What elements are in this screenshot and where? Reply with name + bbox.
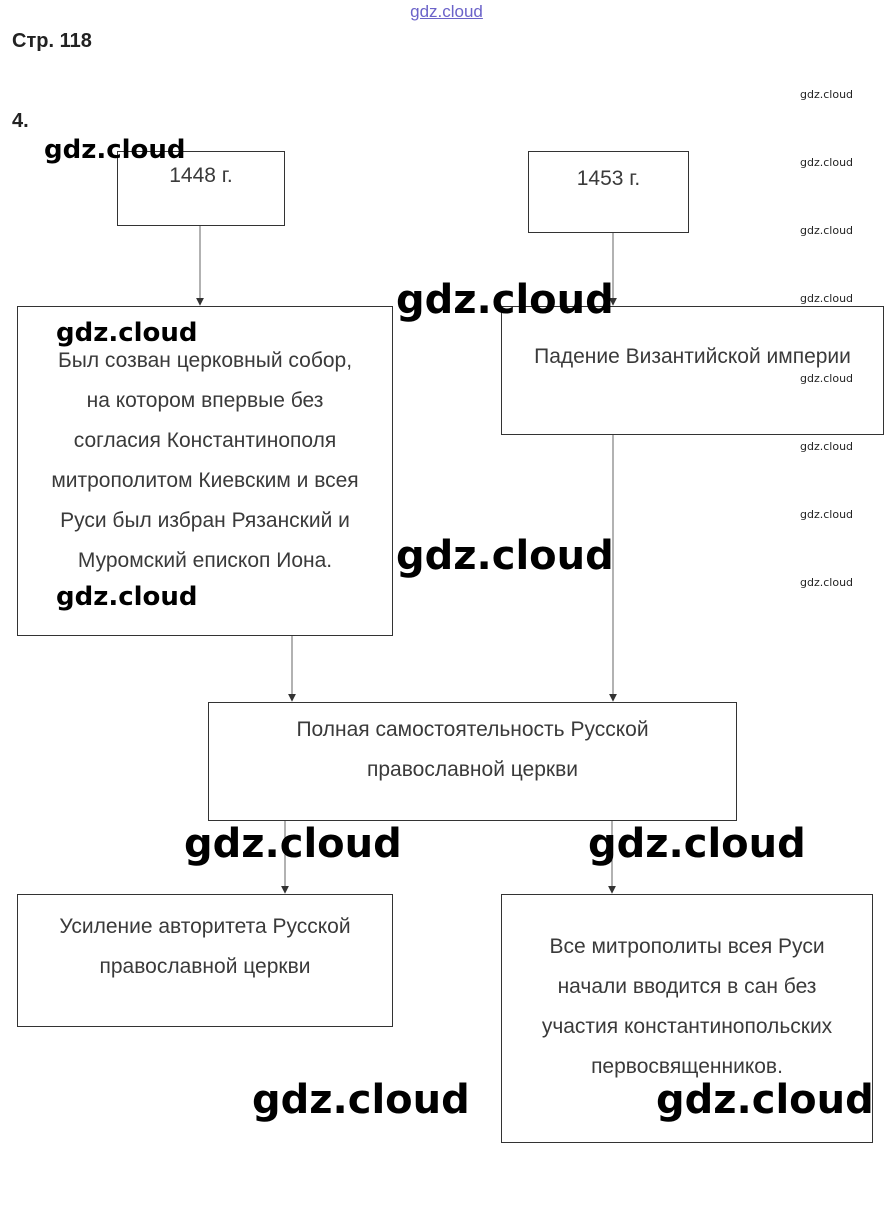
box-fall-of-byzantium: Падение Византийской империи [501,306,884,435]
box-text-line: на котором впервые без [86,389,324,412]
box-text-line: православной церкви [367,758,578,781]
watermark-small: gdz.cloud [800,88,854,101]
box-text: 1448 г. [169,164,233,187]
watermark-small: gdz.cloud [800,292,854,305]
watermark: gdz.cloud [184,821,402,867]
box-text-line: начали вводится в сан без [557,975,817,998]
watermark-small: gdz.cloud [800,576,854,589]
watermark: gdz.cloud [56,318,198,348]
watermark-small: gdz.cloud [800,440,854,453]
box-text-line: митрополитом Киевским и всея [51,469,359,492]
box-year-1453: 1453 г. [528,151,689,233]
box-metropolitans: Все митрополиты всея Руси начали вводитс… [501,894,873,1143]
box-text-line: Полная самостоятельность Русской [296,718,649,741]
watermark: gdz.cloud [396,277,614,323]
watermark-small: gdz.cloud [800,156,854,169]
watermark: gdz.cloud [56,582,198,612]
box-church-independence: Полная самостоятельность Русской правосл… [208,702,737,821]
watermark: gdz.cloud [588,821,806,867]
watermark: gdz.cloud [656,1077,874,1123]
watermark-small: gdz.cloud [800,372,854,385]
box-text-line: Падение Византийской империи [534,345,851,368]
box-church-council: Был созван церковный собор, на котором в… [17,306,393,636]
box-text-line: согласия Константинополя [73,429,337,452]
box-text-line: участия константинопольских [541,1015,833,1038]
watermark: gdz.cloud [44,135,186,165]
watermark: gdz.cloud [252,1077,470,1123]
watermark-small: gdz.cloud [800,508,854,521]
task-number: 4. [12,110,29,132]
watermark-small: gdz.cloud [800,224,854,237]
box-text-line: первосвященников. [591,1055,783,1078]
box-text: 1453 г. [576,167,641,190]
box-year-1448: 1448 г. [117,151,285,226]
watermark: gdz.cloud [396,533,614,579]
box-text-line: Муромский епископ Иона. [77,549,333,572]
box-text-line: Был созван церковный собор, [57,349,353,372]
box-text-line: Все митрополиты всея Руси [549,935,825,958]
page-label: Стр. 118 [12,30,92,52]
box-text-line: православной церкви [99,955,311,978]
box-text-line: Руси был избран Рязанский и [60,509,350,532]
box-text-line: Усиление авторитета Русской [59,915,351,938]
top-watermark-link[interactable]: gdz.cloud [410,2,483,21]
box-church-authority: Усиление авторитета Русской православной… [17,894,393,1027]
